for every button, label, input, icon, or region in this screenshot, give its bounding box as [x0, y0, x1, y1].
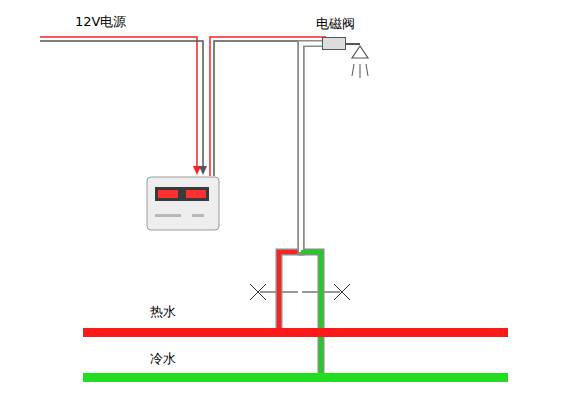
water-spray [360, 64, 361, 78]
cold-water-pipe: 冷水 [83, 373, 508, 382]
power-wire [40, 41, 203, 168]
pipe-stroke [301, 44, 322, 253]
node-label: 电磁阀 [316, 16, 355, 31]
device-plate [155, 214, 181, 217]
water-spray [366, 64, 368, 76]
valve-wire [210, 37, 326, 176]
display-digits [158, 190, 178, 198]
controller-display [155, 187, 209, 201]
hand-valve [250, 284, 298, 300]
pipe-stroke [279, 252, 301, 328]
shower-arm [346, 43, 360, 45]
supply-label: 12V电源 [75, 14, 126, 29]
pipe-stroke [279, 44, 322, 329]
device-plate [192, 214, 204, 217]
hot-water-pipe: 热水 [83, 328, 508, 337]
pipe-stroke [301, 44, 322, 374]
controller-body [147, 177, 219, 230]
water-spray [352, 64, 354, 76]
node-label: 热水 [150, 304, 176, 319]
node-label: 冷水 [150, 351, 176, 366]
water-pipe [301, 44, 322, 374]
valve-wire [214, 41, 322, 176]
power-wire [40, 37, 197, 168]
water-pipe [279, 44, 322, 329]
shower-head [352, 46, 368, 58]
display-digits [186, 190, 206, 198]
wire-arrowhead [199, 166, 207, 175]
hand-valve [302, 284, 350, 300]
pipe-stroke [301, 252, 321, 373]
solenoid-valve: 电磁阀 [322, 37, 346, 50]
